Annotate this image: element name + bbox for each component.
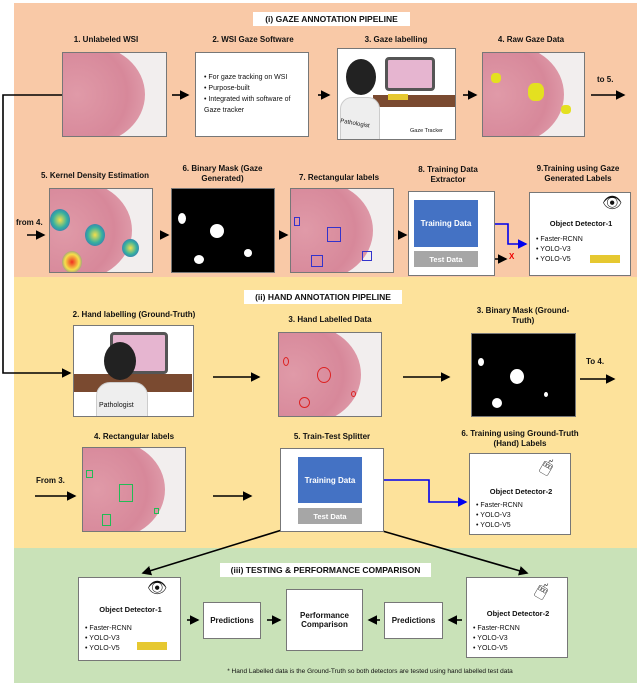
bullet: Integrated with software of Gaze tracker <box>204 94 304 116</box>
predictions-2-box: Predictions <box>384 602 443 639</box>
bbox <box>154 508 159 514</box>
mouse-icon: 🖱 <box>537 454 558 478</box>
person-head <box>104 342 136 380</box>
raw-gaze-image <box>482 52 585 137</box>
desk <box>373 95 455 107</box>
model-item: Faster-RCNN <box>536 235 626 245</box>
model-item: Faster-RCNN <box>473 624 563 634</box>
step1-label: 1. Unlabeled WSI <box>73 35 139 44</box>
person-body <box>96 382 148 416</box>
gaze-points <box>491 73 501 83</box>
model-item: Faster-RCNN <box>85 624 176 634</box>
to4-label: To 4. <box>586 357 605 366</box>
step6-label: 6. Binary Mask (Gaze Generated) <box>182 164 263 183</box>
hand-test-data: Test Data <box>298 508 362 524</box>
gaze-tracker-icon <box>137 642 167 650</box>
unlabeled-wsi-image <box>62 52 167 137</box>
gaze-tracker-device <box>388 94 408 100</box>
model-item: Faster-RCNN <box>476 501 566 511</box>
kde-blob <box>62 251 82 272</box>
testing-title: (iii) TESTING & PERFORMANCE COMPARISON <box>220 563 431 577</box>
bbox <box>102 514 111 526</box>
bbox <box>294 217 300 226</box>
ground-truth-binary-mask <box>471 333 576 417</box>
bbox <box>86 470 93 478</box>
model-item: YOLO-V5 <box>85 644 176 654</box>
model-item: YOLO-V3 <box>476 511 566 521</box>
reject-mark: X <box>509 252 515 261</box>
bbox <box>362 251 372 261</box>
hand-step5-label: 5. Train-Test Splitter <box>293 432 371 441</box>
bullet: Purpose-built <box>204 83 304 94</box>
annotation-circle <box>283 357 289 366</box>
footnote: * Hand Labelled data is the Ground-Truth… <box>227 668 513 675</box>
hand-labelled-image <box>278 332 382 417</box>
model-item: YOLO-V3 <box>85 634 176 644</box>
hand-step6-label: 6. Training using Ground-Truth (Hand) La… <box>461 429 579 448</box>
bbox <box>327 227 341 242</box>
from4-label: from 4. <box>16 218 43 227</box>
kde-blob <box>122 239 139 257</box>
eye-icon: 👁 <box>602 195 623 212</box>
gaze-training-data: Training Data <box>414 200 478 247</box>
annotation-circle <box>299 397 310 408</box>
test-detector-1-box: 👁 Object Detector-1 Faster-RCNN YOLO-V3 … <box>78 577 181 661</box>
hand-step3b-label: 3. Binary Mask (Ground-Truth) <box>476 306 570 325</box>
step5-label: 5. Kernel Density Estimation <box>40 171 150 180</box>
to5-label: to 5. <box>597 75 614 84</box>
tracker-label: Gaze Tracker <box>410 128 444 134</box>
model-item: YOLO-V5 <box>473 644 563 654</box>
gaze-points <box>561 105 571 114</box>
hand-rect-labels-image <box>82 447 186 532</box>
hand-training-data: Training Data <box>298 457 362 503</box>
hand-labelling-image: Pathologist <box>73 325 194 417</box>
step4-label: 4. Raw Gaze Data <box>497 35 565 44</box>
gaze-rect-labels-image <box>290 188 394 273</box>
kde-blob <box>50 209 70 231</box>
from3-label: From 3. <box>36 476 65 485</box>
hand-step4-label: 4. Rectangular labels <box>93 432 175 441</box>
gaze-test-data: Test Data <box>414 251 478 267</box>
bullet: For gaze tracking on WSI <box>204 72 304 83</box>
bbox <box>119 484 133 502</box>
object-detector-2-box: 🖱 Object Detector-2 Faster-RCNN YOLO-V3 … <box>469 453 571 535</box>
person-label: Pathologist <box>99 402 134 409</box>
eye-icon: 👁 <box>147 580 168 597</box>
person-head <box>346 59 376 95</box>
hand-step3a-label: 3. Hand Labelled Data <box>288 315 372 324</box>
performance-comparison-box: Performance Comparison <box>286 589 363 651</box>
test-detector-2-box: 🖱 Object Detector-2 Faster-RCNN YOLO-V3 … <box>466 577 568 658</box>
bbox <box>311 255 323 267</box>
gaze-pipeline-title: (i) GAZE ANNOTATION PIPELINE <box>253 12 410 26</box>
step8-label: 8. Training Data Extractor <box>418 165 478 184</box>
kde-image <box>49 188 153 273</box>
step2-label: 2. WSI Gaze Software <box>212 35 294 44</box>
annotation-circle <box>351 391 356 397</box>
step9-label: 9.Training using Gaze Generated Labels <box>536 164 620 183</box>
detector-title: Object Detector-1 <box>99 605 162 614</box>
detector-title: Object Detector-2 <box>489 487 553 496</box>
hand-step2-label: 2. Hand labelling (Ground-Truth) <box>72 310 196 319</box>
gaze-tracker-icon <box>590 255 620 263</box>
predictions-1-box: Predictions <box>203 602 261 639</box>
object-detector-1-box: 👁 Object Detector-1 Faster-RCNN YOLO-V3 … <box>529 192 631 276</box>
model-item: YOLO-V3 <box>473 634 563 644</box>
annotation-circle <box>317 367 331 383</box>
step3-label: 3. Gaze labelling <box>364 35 428 44</box>
model-item: YOLO-V5 <box>476 521 566 531</box>
step7-label: 7. Rectangular labels <box>298 173 380 182</box>
hand-pipeline-title: (ii) HAND ANNOTATION PIPELINE <box>244 290 402 304</box>
model-item: YOLO-V5 <box>536 255 626 265</box>
mouse-icon: 🖱 <box>532 578 553 602</box>
model-item: YOLO-V3 <box>536 245 626 255</box>
detector-title: Object Detector-1 <box>549 219 613 228</box>
gaze-software-box: For gaze tracking on WSI Purpose-built I… <box>195 52 309 137</box>
gaze-labelling-image: Pathologist Gaze Tracker <box>337 48 456 140</box>
gaze-binary-mask <box>171 188 275 273</box>
monitor <box>385 57 435 91</box>
person-body <box>340 97 380 139</box>
gaze-points <box>528 83 544 101</box>
detector-title: Object Detector-2 <box>486 609 550 618</box>
kde-blob <box>85 224 105 246</box>
